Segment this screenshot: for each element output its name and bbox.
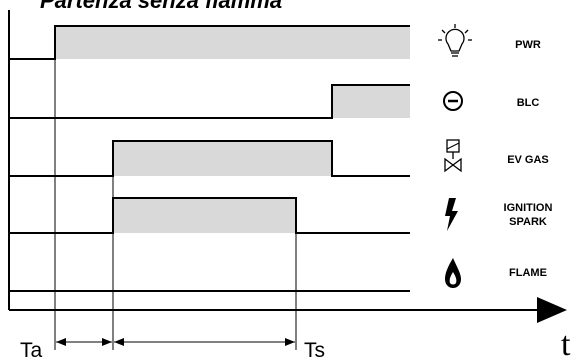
lockout-icon <box>443 91 463 111</box>
label-spark: SPARK <box>509 216 547 228</box>
interval-arrow-pre <box>56 338 112 346</box>
ignition-waveform <box>9 197 410 234</box>
ta-label: Ta <box>20 339 43 362</box>
lightbulb-icon <box>438 24 472 57</box>
pwr-active-region <box>55 26 410 59</box>
label-flame: FLAME <box>509 267 547 279</box>
signal-pwr <box>9 25 410 60</box>
signal-ignition-spark <box>9 197 410 234</box>
flame-icon <box>445 258 461 288</box>
x-axis-arrowhead <box>537 297 567 323</box>
ignition-active-region <box>113 198 296 233</box>
time-axis-label: t <box>561 326 571 363</box>
gas-valve-icon <box>444 139 462 173</box>
blc-active-region <box>332 85 410 118</box>
ev-gas-active-region <box>113 141 332 176</box>
signal-ev-gas <box>9 140 410 177</box>
interval-arrow-safety <box>114 338 295 346</box>
diagram-title: Partenza senza fiamma <box>40 0 282 13</box>
ts-label: Ts <box>304 339 325 362</box>
signal-blc <box>9 84 410 119</box>
spark-icon <box>445 198 458 231</box>
label-ev-gas: EV GAS <box>507 154 549 166</box>
label-ignition: IGNITION <box>504 202 553 214</box>
ev-gas-waveform <box>9 140 410 177</box>
label-blc: BLC <box>517 97 540 109</box>
label-pwr: PWR <box>515 39 541 51</box>
blc-waveform <box>9 84 410 119</box>
